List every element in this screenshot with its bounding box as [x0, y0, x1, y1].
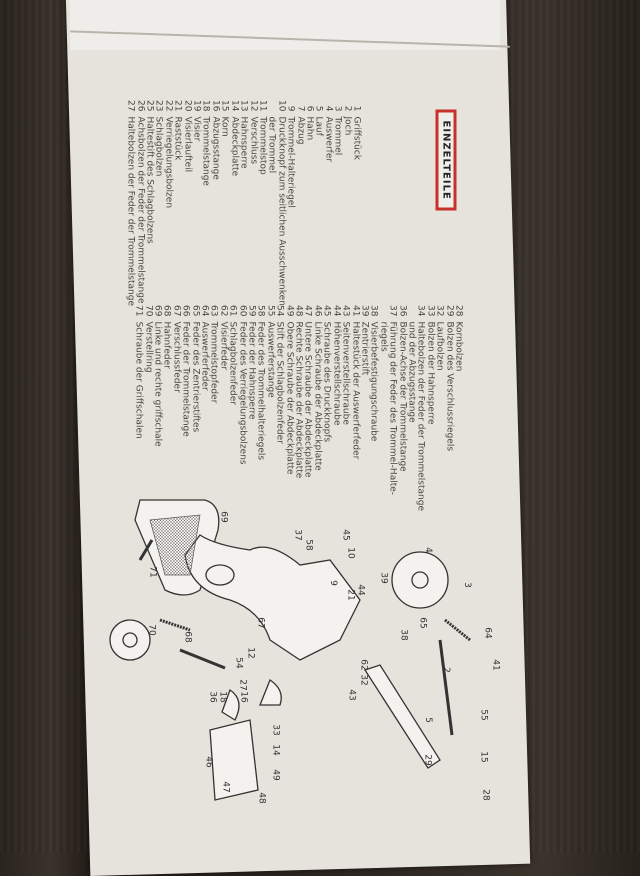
diagram-part-label: 36: [207, 691, 218, 703]
diagram-part-label: 16: [238, 691, 249, 703]
barrel: [364, 664, 441, 769]
diagram-part-label: 68: [182, 631, 193, 643]
diagram-part-label: 15: [478, 751, 489, 763]
diagram-part-label: 43: [346, 689, 357, 701]
spring: [159, 618, 191, 632]
diagram-part-label: 14: [270, 744, 281, 756]
diagram-part-label: 49: [270, 769, 281, 781]
diagram-part-label: 9: [327, 580, 338, 586]
diagram-part-label: 39: [378, 572, 389, 584]
diagram-part-label: 33: [270, 724, 281, 736]
diagram-part-label: 55: [478, 709, 489, 721]
diagram-part-label: 58: [303, 539, 314, 551]
diagram-part-label: 32: [358, 674, 369, 686]
diagram-part-label: 41: [490, 659, 501, 671]
diagram-part-label: 69: [218, 511, 229, 523]
diagram-part-label: 27: [237, 679, 248, 691]
diagram-part-label: 5: [422, 717, 433, 723]
diagram-part-label: 71: [147, 566, 158, 578]
diagram-part-label: 62: [358, 659, 369, 671]
pin: [179, 648, 226, 670]
diagram-part-label: 12: [245, 647, 256, 659]
diagram-part-label: 45: [340, 529, 351, 541]
diagram-part-label: 38: [398, 629, 409, 641]
diagram-part-label: 48: [256, 792, 267, 804]
diagram-part-label: 21: [345, 589, 356, 601]
diagram-part-label: 4: [422, 547, 433, 553]
manual-cover-flap: [70, 0, 500, 50]
grip-frame-hole: [205, 564, 235, 586]
exploded-revolver-diagram: [109, 499, 471, 801]
diagram-part-label: 28: [480, 789, 491, 801]
diagram-part-label: 37: [292, 529, 303, 541]
diagram-part-label: 46: [203, 756, 214, 768]
diagram-part-label: 64: [482, 627, 493, 639]
diagram-part-label: 65: [417, 617, 428, 629]
diagram-part-label: 2: [440, 667, 451, 673]
diagram-part-label: 70: [146, 624, 157, 636]
diagram-part-label: 10: [345, 547, 356, 559]
spring-2: [444, 618, 471, 642]
diagram-part-label: 67: [255, 617, 266, 629]
diagram-part-label: 3: [461, 582, 472, 588]
trigger: [221, 688, 240, 721]
screw: [138, 539, 154, 561]
diagram-part-label: 47: [220, 781, 231, 793]
frame: [184, 534, 361, 661]
ejector-rod: [438, 639, 454, 736]
hammer: [259, 679, 282, 706]
diagram-part-label: 29: [422, 754, 433, 766]
diagram-part-label: 44: [355, 584, 366, 596]
side-plate: [209, 719, 259, 801]
diagram-part-label: 54: [233, 657, 244, 669]
diagram-part-label: 18: [217, 691, 228, 703]
